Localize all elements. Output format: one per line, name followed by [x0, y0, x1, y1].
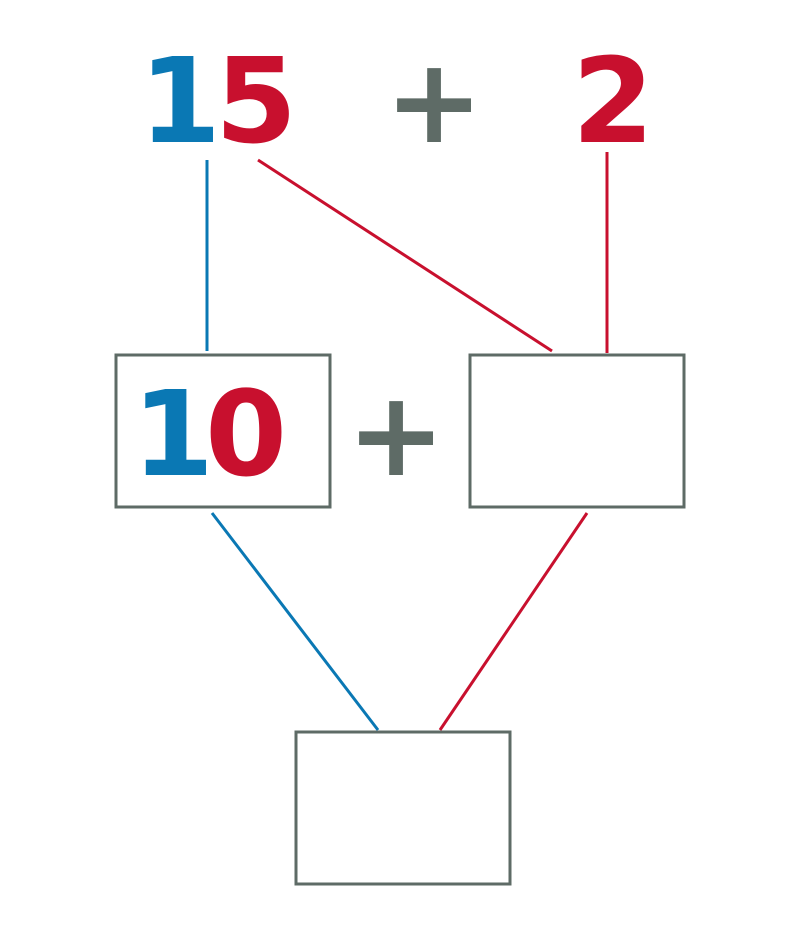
tens-box-ones-digit: 0	[205, 365, 287, 503]
connector-ones-to-right-box	[257, 158, 553, 353]
tens-box-tens-digit: 1	[132, 365, 214, 503]
ones-answer-box[interactable]	[468, 353, 686, 509]
step-plus-sign: +	[347, 365, 446, 503]
connector-right-box-to-result	[438, 512, 589, 731]
problem-tens-digit: 1	[139, 32, 221, 170]
problem-plus-sign: +	[385, 32, 484, 170]
problem-ones-digit: 5	[215, 32, 297, 170]
result-answer-box[interactable]	[294, 730, 512, 886]
tens-box	[114, 353, 332, 509]
connector-left-box-to-result	[210, 512, 380, 731]
problem-addend: 2	[572, 32, 654, 170]
